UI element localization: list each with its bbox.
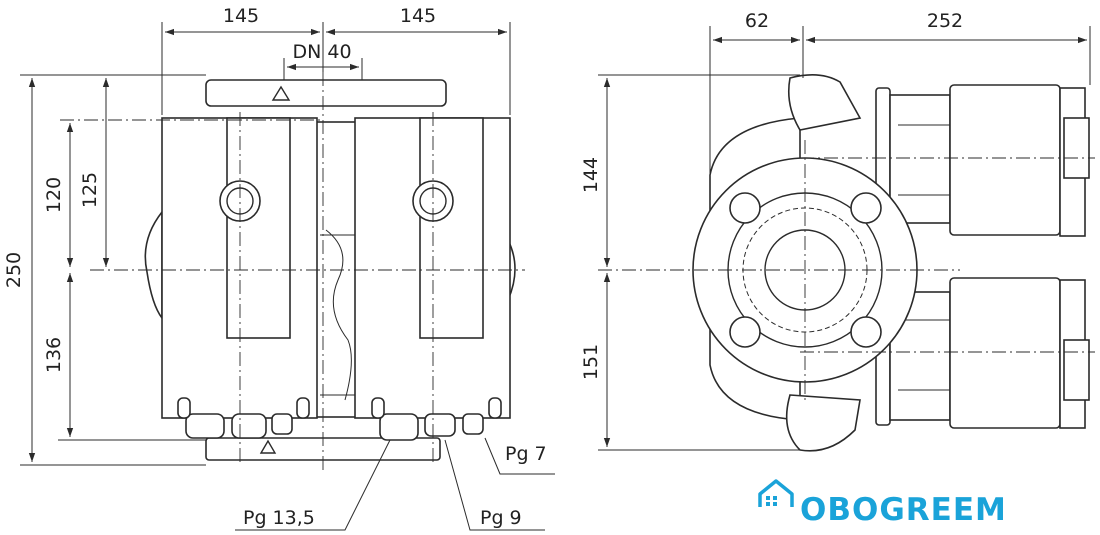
cable-gland bbox=[231, 413, 267, 439]
label-pg7: Pg 7 bbox=[505, 443, 547, 465]
brand-logo: OBOGREEM bbox=[758, 479, 1007, 528]
dim-145-right: 145 bbox=[400, 5, 436, 27]
dim-62: 62 bbox=[745, 10, 769, 32]
logo-text: OBOGREEM bbox=[800, 492, 1007, 528]
left-side-cover bbox=[144, 209, 163, 321]
side-view bbox=[598, 26, 1095, 452]
upper-motor-body bbox=[949, 84, 1061, 236]
cable-gland bbox=[271, 413, 293, 435]
bolt-hole bbox=[729, 192, 761, 224]
bolt-hole bbox=[729, 316, 761, 348]
upper-motor-neck bbox=[889, 94, 951, 224]
dim-145-left: 145 bbox=[223, 5, 259, 27]
flow-arrow-bottom-icon bbox=[259, 439, 277, 454]
dim-144: 144 bbox=[580, 157, 602, 193]
cable-gland bbox=[185, 413, 225, 439]
cable-gland bbox=[462, 413, 484, 435]
cable-gland bbox=[379, 413, 419, 441]
bolt-hole bbox=[850, 316, 882, 348]
label-pg9: Pg 9 bbox=[480, 507, 522, 529]
dim-125: 125 bbox=[79, 172, 101, 208]
lower-motor-body bbox=[949, 277, 1061, 429]
label-pg13: Pg 13,5 bbox=[243, 507, 315, 529]
top-flange-plate bbox=[205, 79, 447, 107]
front-view bbox=[20, 22, 555, 531]
upper-terminal-plug bbox=[1063, 117, 1090, 179]
dim-120: 120 bbox=[43, 177, 65, 213]
cable-gland bbox=[424, 413, 456, 437]
bolt-hole bbox=[850, 192, 882, 224]
dim-250: 250 bbox=[3, 252, 25, 288]
upper-bulb bbox=[787, 74, 862, 131]
pump-internal-curve bbox=[325, 229, 352, 401]
house-icon bbox=[758, 479, 794, 507]
center-pump-body bbox=[314, 121, 362, 418]
dim-252: 252 bbox=[927, 10, 963, 32]
dim-dn40: DN 40 bbox=[292, 41, 351, 63]
dim-151: 151 bbox=[580, 344, 602, 380]
left-terminal-box bbox=[226, 117, 291, 339]
right-terminal-box bbox=[419, 117, 484, 339]
flow-arrow-top-icon bbox=[271, 85, 291, 101]
lower-bulb bbox=[785, 394, 861, 452]
dim-136: 136 bbox=[43, 337, 65, 373]
lower-terminal-plug bbox=[1063, 339, 1090, 401]
